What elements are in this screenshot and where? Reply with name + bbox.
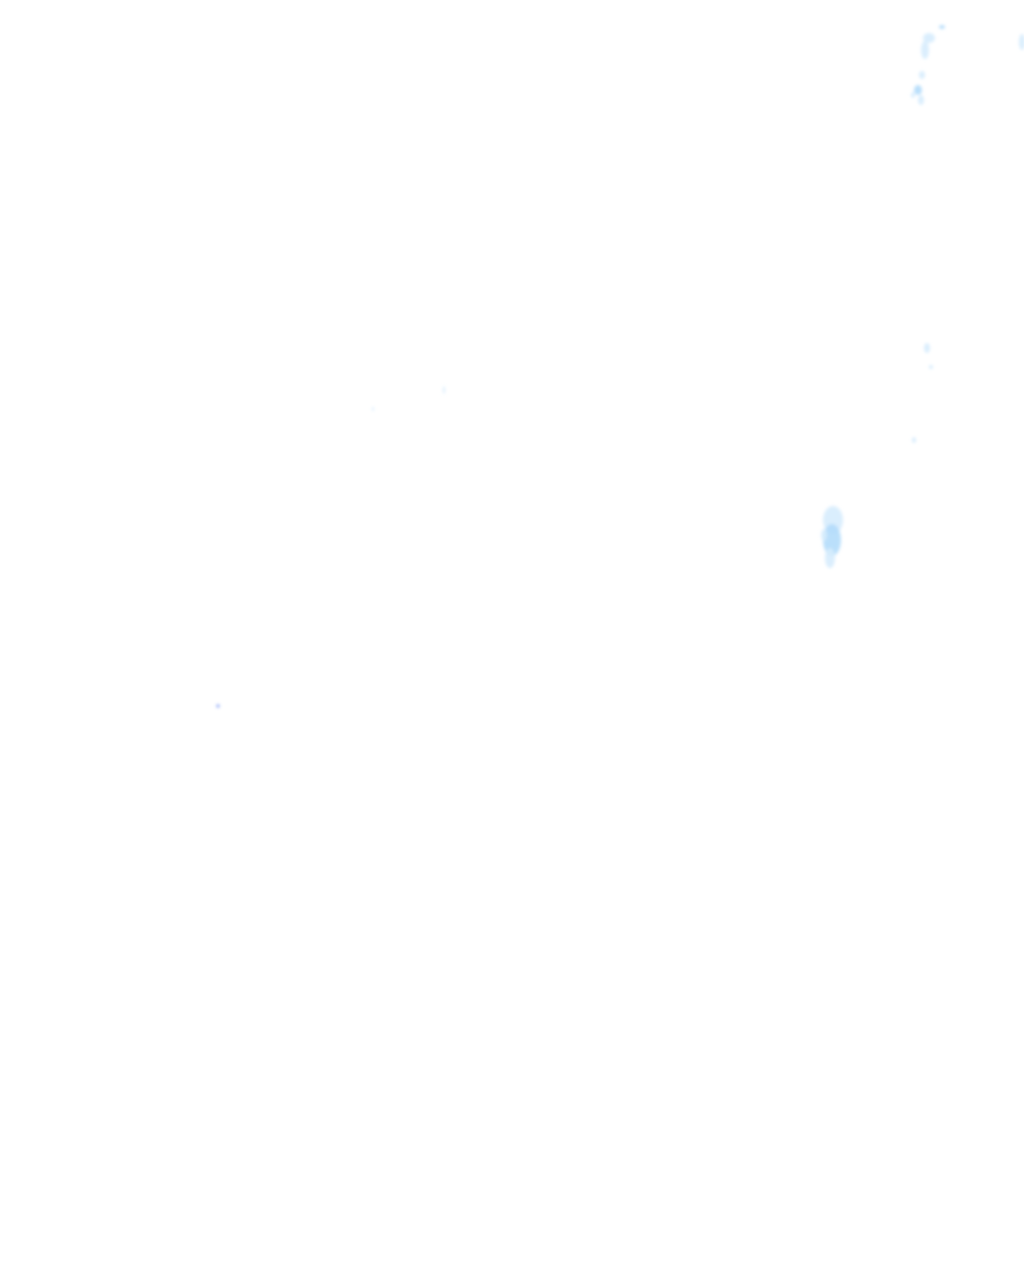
precipitation-cell — [923, 33, 935, 43]
precipitation-cell — [823, 524, 841, 556]
precipitation-cell — [825, 548, 835, 568]
precipitation-cell — [821, 529, 827, 541]
precipitation-cell — [918, 95, 924, 105]
precipitation-cell — [1019, 34, 1024, 50]
precipitation-cell — [372, 407, 374, 411]
precipitation-cell — [924, 343, 930, 353]
precipitation-cell — [914, 85, 922, 95]
precipitation-cell — [939, 25, 945, 29]
precipitation-cell — [912, 437, 916, 443]
precipitation-cell — [443, 386, 445, 394]
precipitation-cell — [919, 71, 925, 79]
precipitation-cell — [216, 704, 220, 708]
precipitation-cell — [911, 92, 915, 98]
precipitation-cell — [929, 365, 933, 369]
precipitation-cell — [921, 41, 929, 59]
